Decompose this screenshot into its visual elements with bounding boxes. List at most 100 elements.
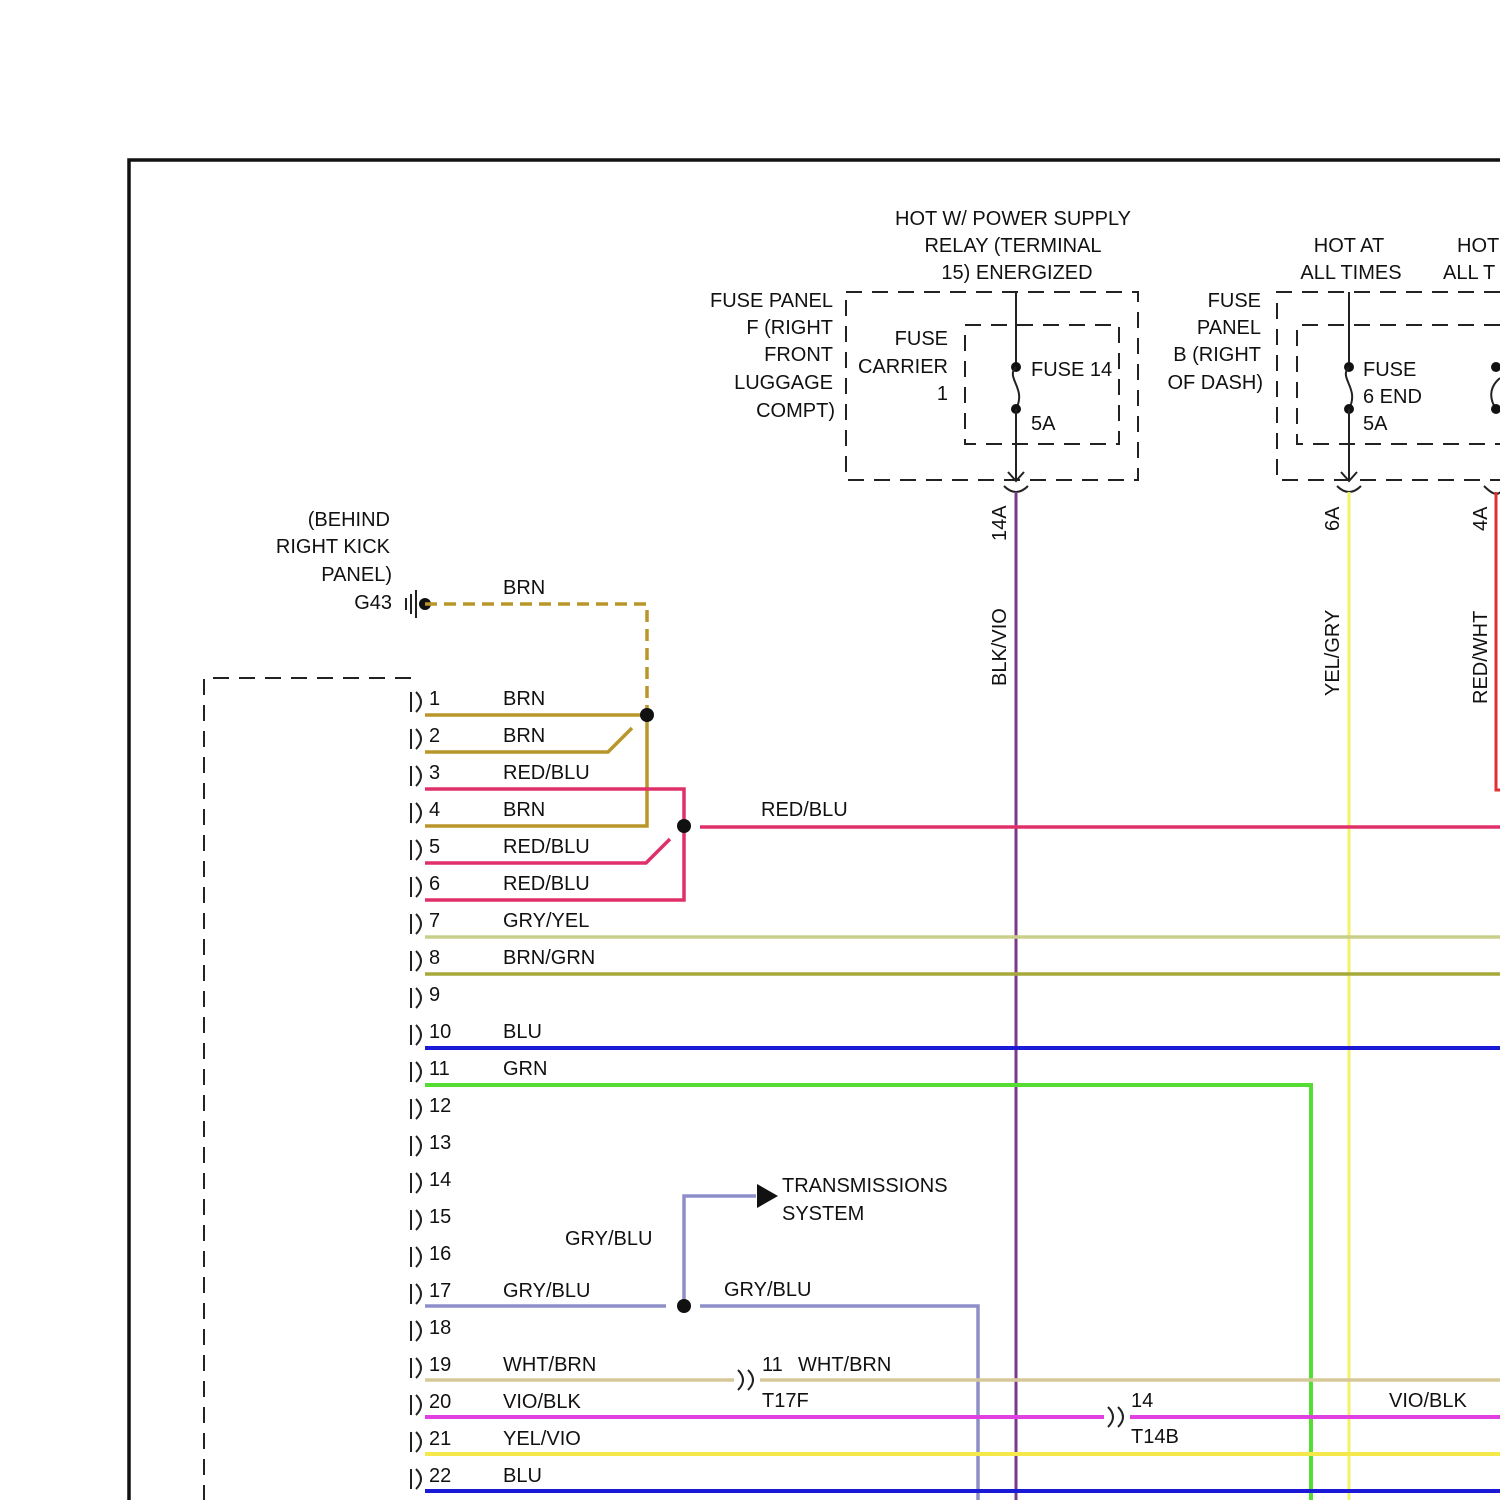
connector-pin-terminal-icon [411, 1469, 421, 1489]
connector-pin-number: 22 [429, 1465, 451, 1487]
connector-pin-number: 9 [429, 984, 440, 1006]
connector-pin-terminal-icon [411, 1062, 421, 1082]
connector-pin-number: 20 [429, 1391, 451, 1413]
connector-pin-terminal-icon [411, 803, 421, 823]
connector-pin-number: 7 [429, 910, 440, 932]
connector-pin-terminal-icon [411, 692, 421, 712]
fuse-6-element-icon [1346, 367, 1352, 409]
wire-red-wht-label: RED/WHT [1470, 611, 1492, 704]
transmission-continue-wire-label: GRY/BLU [724, 1279, 811, 1301]
connector-pin-number: 5 [429, 836, 440, 858]
connector-pin-terminal-icon [411, 877, 421, 897]
panel-b-label-4: OF DASH) [1167, 372, 1263, 394]
connector-pin-number: 11 [429, 1058, 450, 1080]
connector-pin-terminal-icon [411, 1395, 421, 1415]
connector-pin-wire-label: BRN [503, 688, 545, 710]
ground-location-1: (BEHIND [308, 509, 390, 531]
splice-red-blu [677, 819, 691, 833]
fuse-4-node-top [1491, 362, 1500, 372]
connector-pin-wire-label: YEL/VIO [503, 1428, 581, 1450]
connector-pin-number: 13 [429, 1132, 451, 1154]
fuse-14-element-icon [1013, 367, 1019, 409]
panel-b-label-1: FUSE [1208, 290, 1261, 312]
fuse-6-label-1: FUSE [1363, 359, 1416, 381]
supply-label-b2-1: HOT [1457, 235, 1499, 257]
connector-pin-number: 12 [429, 1095, 451, 1117]
fuse-panel-f-box [846, 292, 1138, 480]
terminal-6a-connector-icon [1337, 486, 1361, 492]
module-boundary [204, 678, 411, 1500]
supply-label-f-2: RELAY (TERMINAL [924, 235, 1101, 257]
connector-pin-number: 3 [429, 762, 440, 784]
connector-pin-wire-label: VIO/BLK [503, 1391, 581, 1413]
fuse-panel-b-inner-box [1297, 325, 1500, 444]
connector-pin-wire-label: GRY/BLU [503, 1280, 590, 1302]
connector-pin-terminal-icon [411, 729, 421, 749]
supply-label-b-1: HOT AT [1314, 235, 1384, 257]
supply-label-b2-2: ALL T [1443, 262, 1495, 284]
t14b-pin: 14 [1131, 1390, 1153, 1412]
wire-yel-gry-label: YEL/GRY [1322, 610, 1344, 696]
connector-pin-terminal-icon [411, 1099, 421, 1119]
ground-location-3: PANEL) [321, 564, 392, 586]
connector-pin-number: 16 [429, 1243, 451, 1265]
t14b-id: T14B [1131, 1426, 1179, 1448]
supply-label-f-3: 15) ENERGIZED [941, 262, 1092, 284]
connector-pin-terminal-icon [411, 988, 421, 1008]
connector-pin-wire-label: BRN [503, 725, 545, 747]
fuse-panel-f: HOT W/ POWER SUPPLY RELAY (TERMINAL 15) … [710, 208, 1138, 686]
panel-b-label-3: B (RIGHT [1173, 344, 1261, 366]
terminal-4a-connector-icon [1484, 486, 1500, 494]
connector-ticks [411, 692, 421, 1489]
connector-pin-terminal-icon [411, 766, 421, 786]
connector-pin-terminal-icon [411, 1136, 421, 1156]
supply-label-b-2: ALL TIMES [1300, 262, 1401, 284]
wire-pin-3-red-blu [425, 789, 684, 826]
carrier-label-2: CARRIER [858, 356, 948, 378]
connector-pin-number: 15 [429, 1206, 451, 1228]
connector-pin-wire-label: BRN/GRN [503, 947, 595, 969]
connector-pin-wire-label: GRY/YEL [503, 910, 589, 932]
fuse-6-label-3: 5A [1363, 413, 1388, 435]
wire-red-wht [1496, 492, 1500, 790]
terminal-14a-connector-icon [1004, 486, 1028, 492]
transmission-label-1: TRANSMISSIONS [782, 1175, 948, 1197]
transmission-label-2: SYSTEM [782, 1203, 864, 1225]
ground-location-2: RIGHT KICK [276, 536, 391, 558]
panel-f-label-2: F (RIGHT [746, 317, 833, 339]
carrier-label-3: 1 [937, 383, 948, 405]
connector-pin-terminal-icon [411, 951, 421, 971]
terminal-14a-label: 14A [989, 505, 1011, 541]
connector-pin-number: 6 [429, 873, 440, 895]
transmission-branch-wire-label: GRY/BLU [565, 1228, 652, 1250]
fuse-panel-b: HOT AT ALL TIMES HOT ALL T FUSE PANEL B … [1167, 235, 1500, 704]
connector-pin-wire-label: BLU [503, 1021, 542, 1043]
connector-pin-terminal-icon [411, 1025, 421, 1045]
connector-pin-wire-label: BRN [503, 799, 545, 821]
connector-pin-wire-label: RED/BLU [503, 873, 590, 895]
connector-pin-wire-label: RED/BLU [503, 762, 590, 784]
connector-pin-number: 4 [429, 799, 440, 821]
connector-pin-wire-label: RED/BLU [503, 836, 590, 858]
t17f-wire: WHT/BRN [798, 1354, 891, 1376]
connector-pin-wire-label: WHT/BRN [503, 1354, 596, 1376]
red-blu-bus-label: RED/BLU [761, 799, 848, 821]
panel-f-label-5: COMPT) [756, 400, 835, 422]
ground-id: G43 [354, 592, 392, 614]
panel-f-label-3: FRONT [764, 344, 833, 366]
connector-pin-terminal-icon [411, 1321, 421, 1341]
t14b-wire: VIO/BLK [1389, 1390, 1467, 1412]
t17f-pin: 11 [762, 1354, 783, 1376]
carrier-label-1: FUSE [895, 328, 948, 350]
connector-pin-terminal-icon [411, 914, 421, 934]
fuse-6-label-2: 6 END [1363, 386, 1422, 408]
panel-b-label-2: PANEL [1197, 317, 1261, 339]
terminal-6a-label: 6A [1322, 506, 1344, 531]
connector-pin-terminal-icon [411, 1284, 421, 1304]
connector-pin-wire-label: GRN [503, 1058, 547, 1080]
connector-pin-number: 1 [429, 688, 440, 710]
connector-pin-terminal-icon [411, 1173, 421, 1193]
supply-label-f-1: HOT W/ POWER SUPPLY [895, 208, 1131, 230]
ground-wire-label: BRN [503, 577, 545, 599]
